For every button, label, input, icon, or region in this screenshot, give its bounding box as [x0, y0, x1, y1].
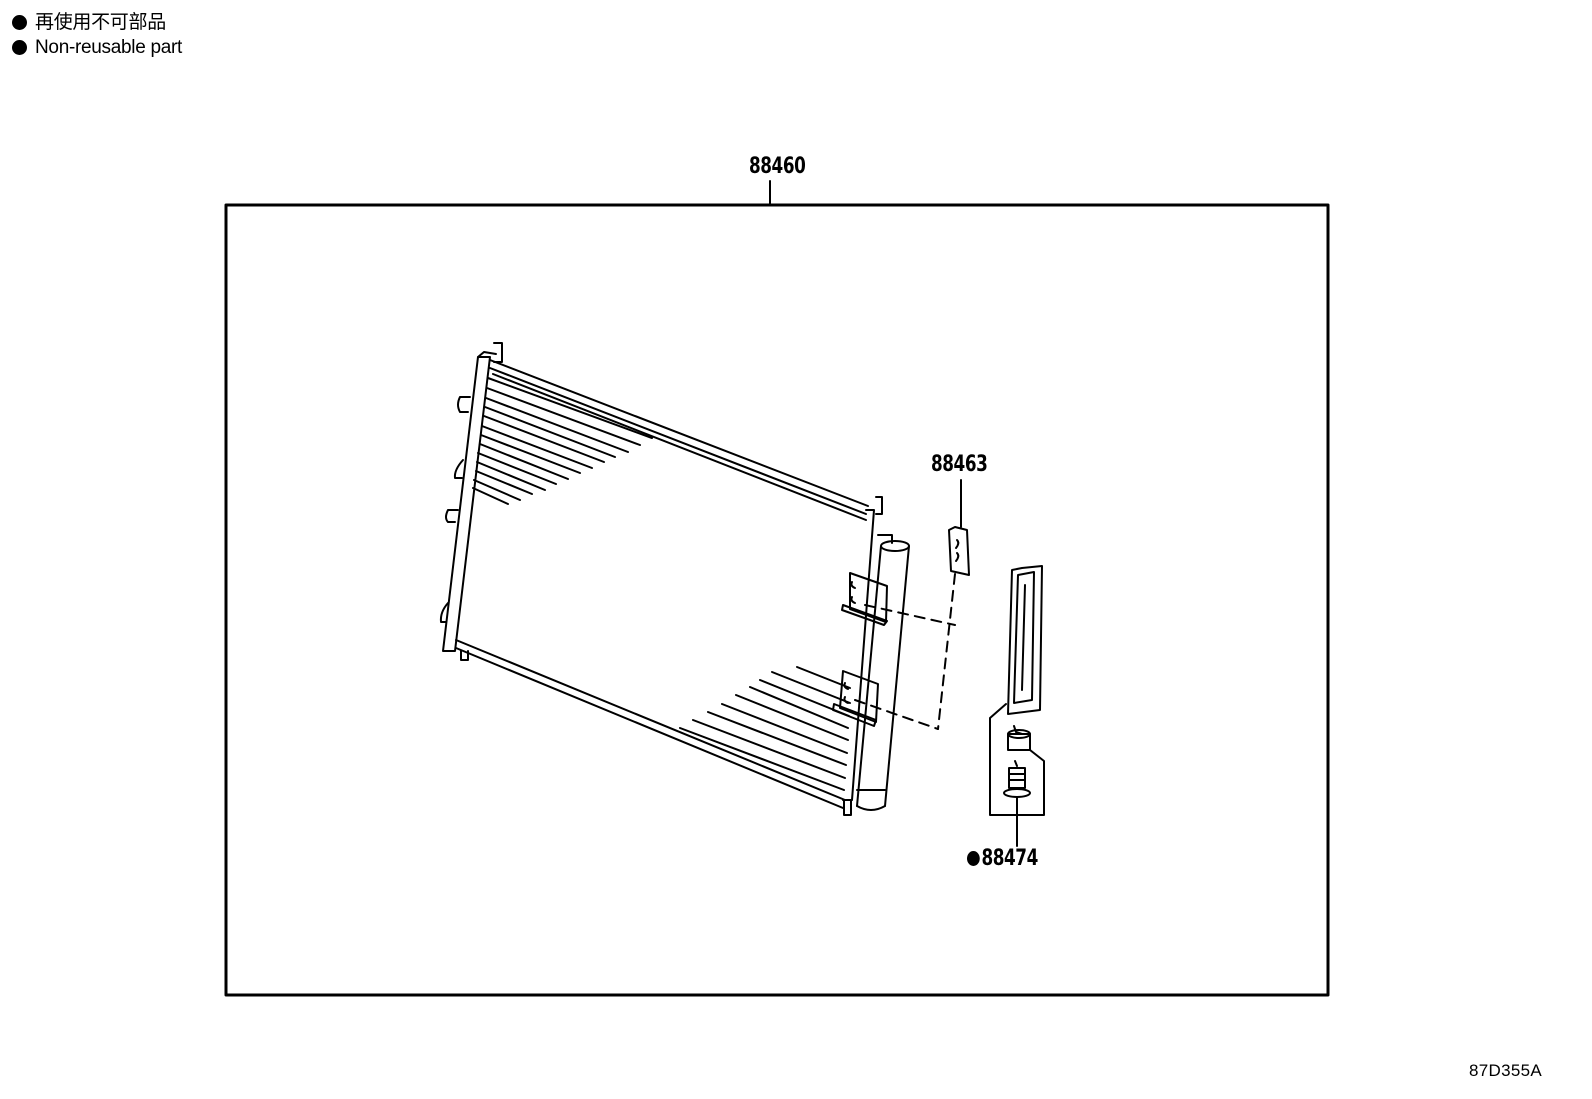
- illustration-code: 87D355A: [1469, 1061, 1542, 1080]
- legend-text-en: Non-reusable part: [35, 37, 182, 58]
- legend-item-english: Non-reusable part: [12, 35, 182, 60]
- part-88463-drawing: [948, 479, 970, 576]
- dashed-leaders: [854, 573, 956, 730]
- assembly-frame: [224, 180, 1330, 997]
- part-label-assembly[interactable]: 88460: [749, 154, 806, 179]
- filled-circle-icon: [12, 40, 27, 55]
- legend-text-jp: 再使用不可部品: [35, 12, 166, 33]
- receiver-tank: [856, 534, 910, 811]
- lower-bracket: [832, 670, 879, 727]
- non-reusable-marker-icon: [967, 851, 980, 866]
- part-label-88463[interactable]: 88463: [931, 452, 988, 477]
- part-label-88474-number: 88474: [981, 846, 1038, 871]
- legend-item-japanese: 再使用不可部品: [12, 10, 182, 35]
- legend: 再使用不可部品 Non-reusable part: [12, 10, 182, 60]
- cap-drawing: [1007, 725, 1031, 751]
- filled-circle-icon: [12, 15, 27, 30]
- desiccant-element: [1007, 565, 1043, 715]
- part-label-88474[interactable]: 88474: [967, 846, 1038, 871]
- condenser-core: [439, 342, 883, 816]
- upper-bracket: [841, 572, 888, 626]
- plug-drawing: [1003, 760, 1031, 847]
